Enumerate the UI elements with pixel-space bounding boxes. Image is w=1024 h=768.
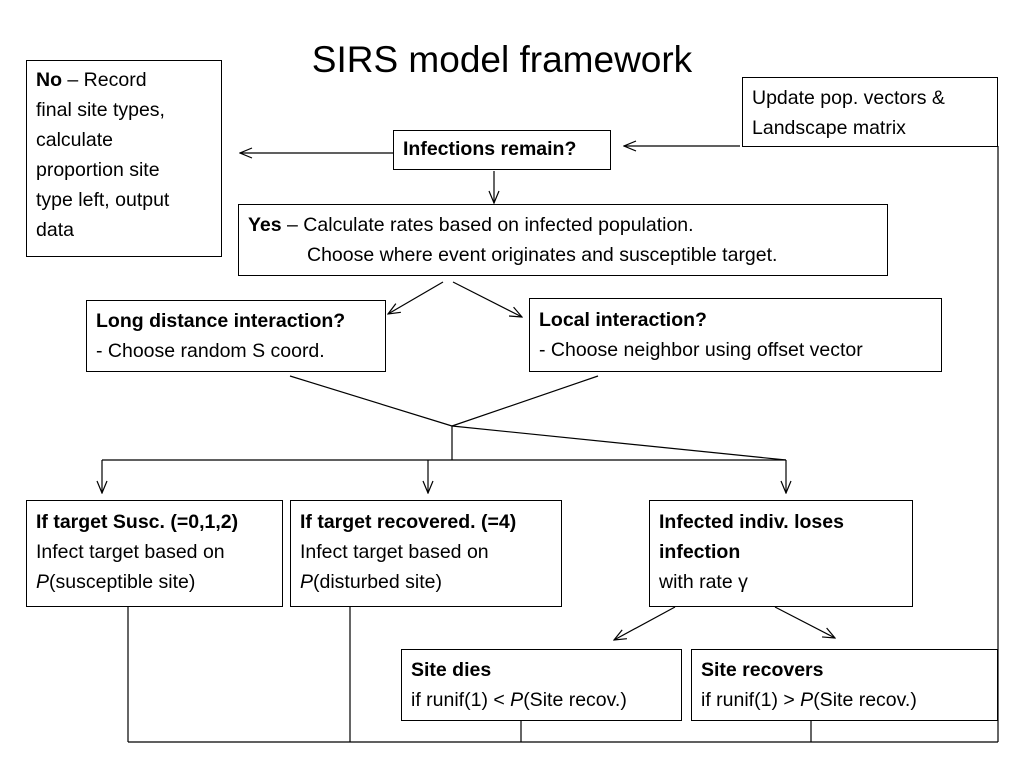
no-text-3: calculate <box>36 129 113 151</box>
site-dies-p: P <box>510 689 524 711</box>
site-recovers-title: Site recovers <box>701 659 824 681</box>
diagram-title: SIRS model framework <box>311 39 693 80</box>
target-susc-text-1: Infect target based on <box>36 541 225 563</box>
long-distance-text: - Choose random S coord. <box>96 340 325 362</box>
infections-remain-label: Infections remain? <box>403 138 577 160</box>
target-susc-text-2: (susceptible site) <box>49 571 196 593</box>
site-dies-title: Site dies <box>411 659 492 681</box>
loses-infection-text: with rate γ <box>659 571 748 593</box>
target-recovered-text-2: (disturbed site) <box>313 571 442 593</box>
update-text-1: Update pop. vectors & <box>752 87 945 109</box>
site-recovers-text-pre: if runif(1) > <box>701 689 801 711</box>
local-interaction-title: Local interaction? <box>539 309 707 331</box>
target-susc-title: If target Susc. (=0,1,2) <box>36 511 239 533</box>
arrow-yes-to-local <box>452 281 522 317</box>
yes-label: Yes <box>248 214 282 236</box>
arrow-to-site-dies <box>614 606 676 640</box>
yes-text-1: – Calculate rates based on infected popu… <box>281 214 694 236</box>
arrow-to-site-recovers <box>774 606 835 638</box>
update-box: Update pop. vectors & Landscape matrix <box>742 77 998 147</box>
merge-to-loses-branch <box>451 425 787 461</box>
target-susc-box: If target Susc. (=0,1,2) Infect target b… <box>26 500 283 607</box>
no-text-6: data <box>36 219 74 241</box>
no-text-2: final site types, <box>36 99 165 121</box>
site-dies-text-pre: if runif(1) < <box>411 689 511 711</box>
infections-remain-box: Infections remain? <box>393 130 611 170</box>
loses-infection-box: Infected indiv. loses infection with rat… <box>649 500 913 607</box>
local-interaction-box: Local interaction? - Choose neighbor usi… <box>529 298 942 372</box>
loses-infection-title-1: Infected indiv. loses <box>659 511 844 533</box>
update-text-2: Landscape matrix <box>752 117 906 139</box>
target-recovered-title: If target recovered. (=4) <box>300 511 517 533</box>
no-label: No <box>36 69 62 91</box>
merge-line-local <box>451 375 599 427</box>
site-recovers-text-post: (Site recov.) <box>813 689 917 711</box>
no-outcome-box: No – Record final site types, calculate … <box>26 60 222 257</box>
target-recovered-text-1: Infect target based on <box>300 541 489 563</box>
no-text-1: – Record <box>62 69 147 91</box>
site-dies-box: Site dies if runif(1) < P(Site recov.) <box>401 649 682 721</box>
arrow-yes-to-long <box>388 281 444 314</box>
no-text-5: type left, output <box>36 189 170 211</box>
site-dies-text-post: (Site recov.) <box>523 689 627 711</box>
long-distance-box: Long distance interaction? - Choose rand… <box>86 300 386 372</box>
no-text-4: proportion site <box>36 159 160 181</box>
yes-text-2: Choose where event originates and suscep… <box>307 244 778 266</box>
target-recovered-box: If target recovered. (=4) Infect target … <box>290 500 562 607</box>
merge-line-long <box>289 375 453 427</box>
target-recovered-p: P <box>300 571 314 593</box>
yes-box: Yes – Calculate rates based on infected … <box>238 204 888 276</box>
long-distance-title: Long distance interaction? <box>96 310 346 332</box>
site-recovers-box: Site recovers if runif(1) > P(Site recov… <box>691 649 998 721</box>
local-interaction-text: - Choose neighbor using offset vector <box>539 339 863 361</box>
target-susc-p: P <box>36 571 50 593</box>
site-recovers-p: P <box>800 689 814 711</box>
loses-infection-title-2: infection <box>659 541 741 563</box>
